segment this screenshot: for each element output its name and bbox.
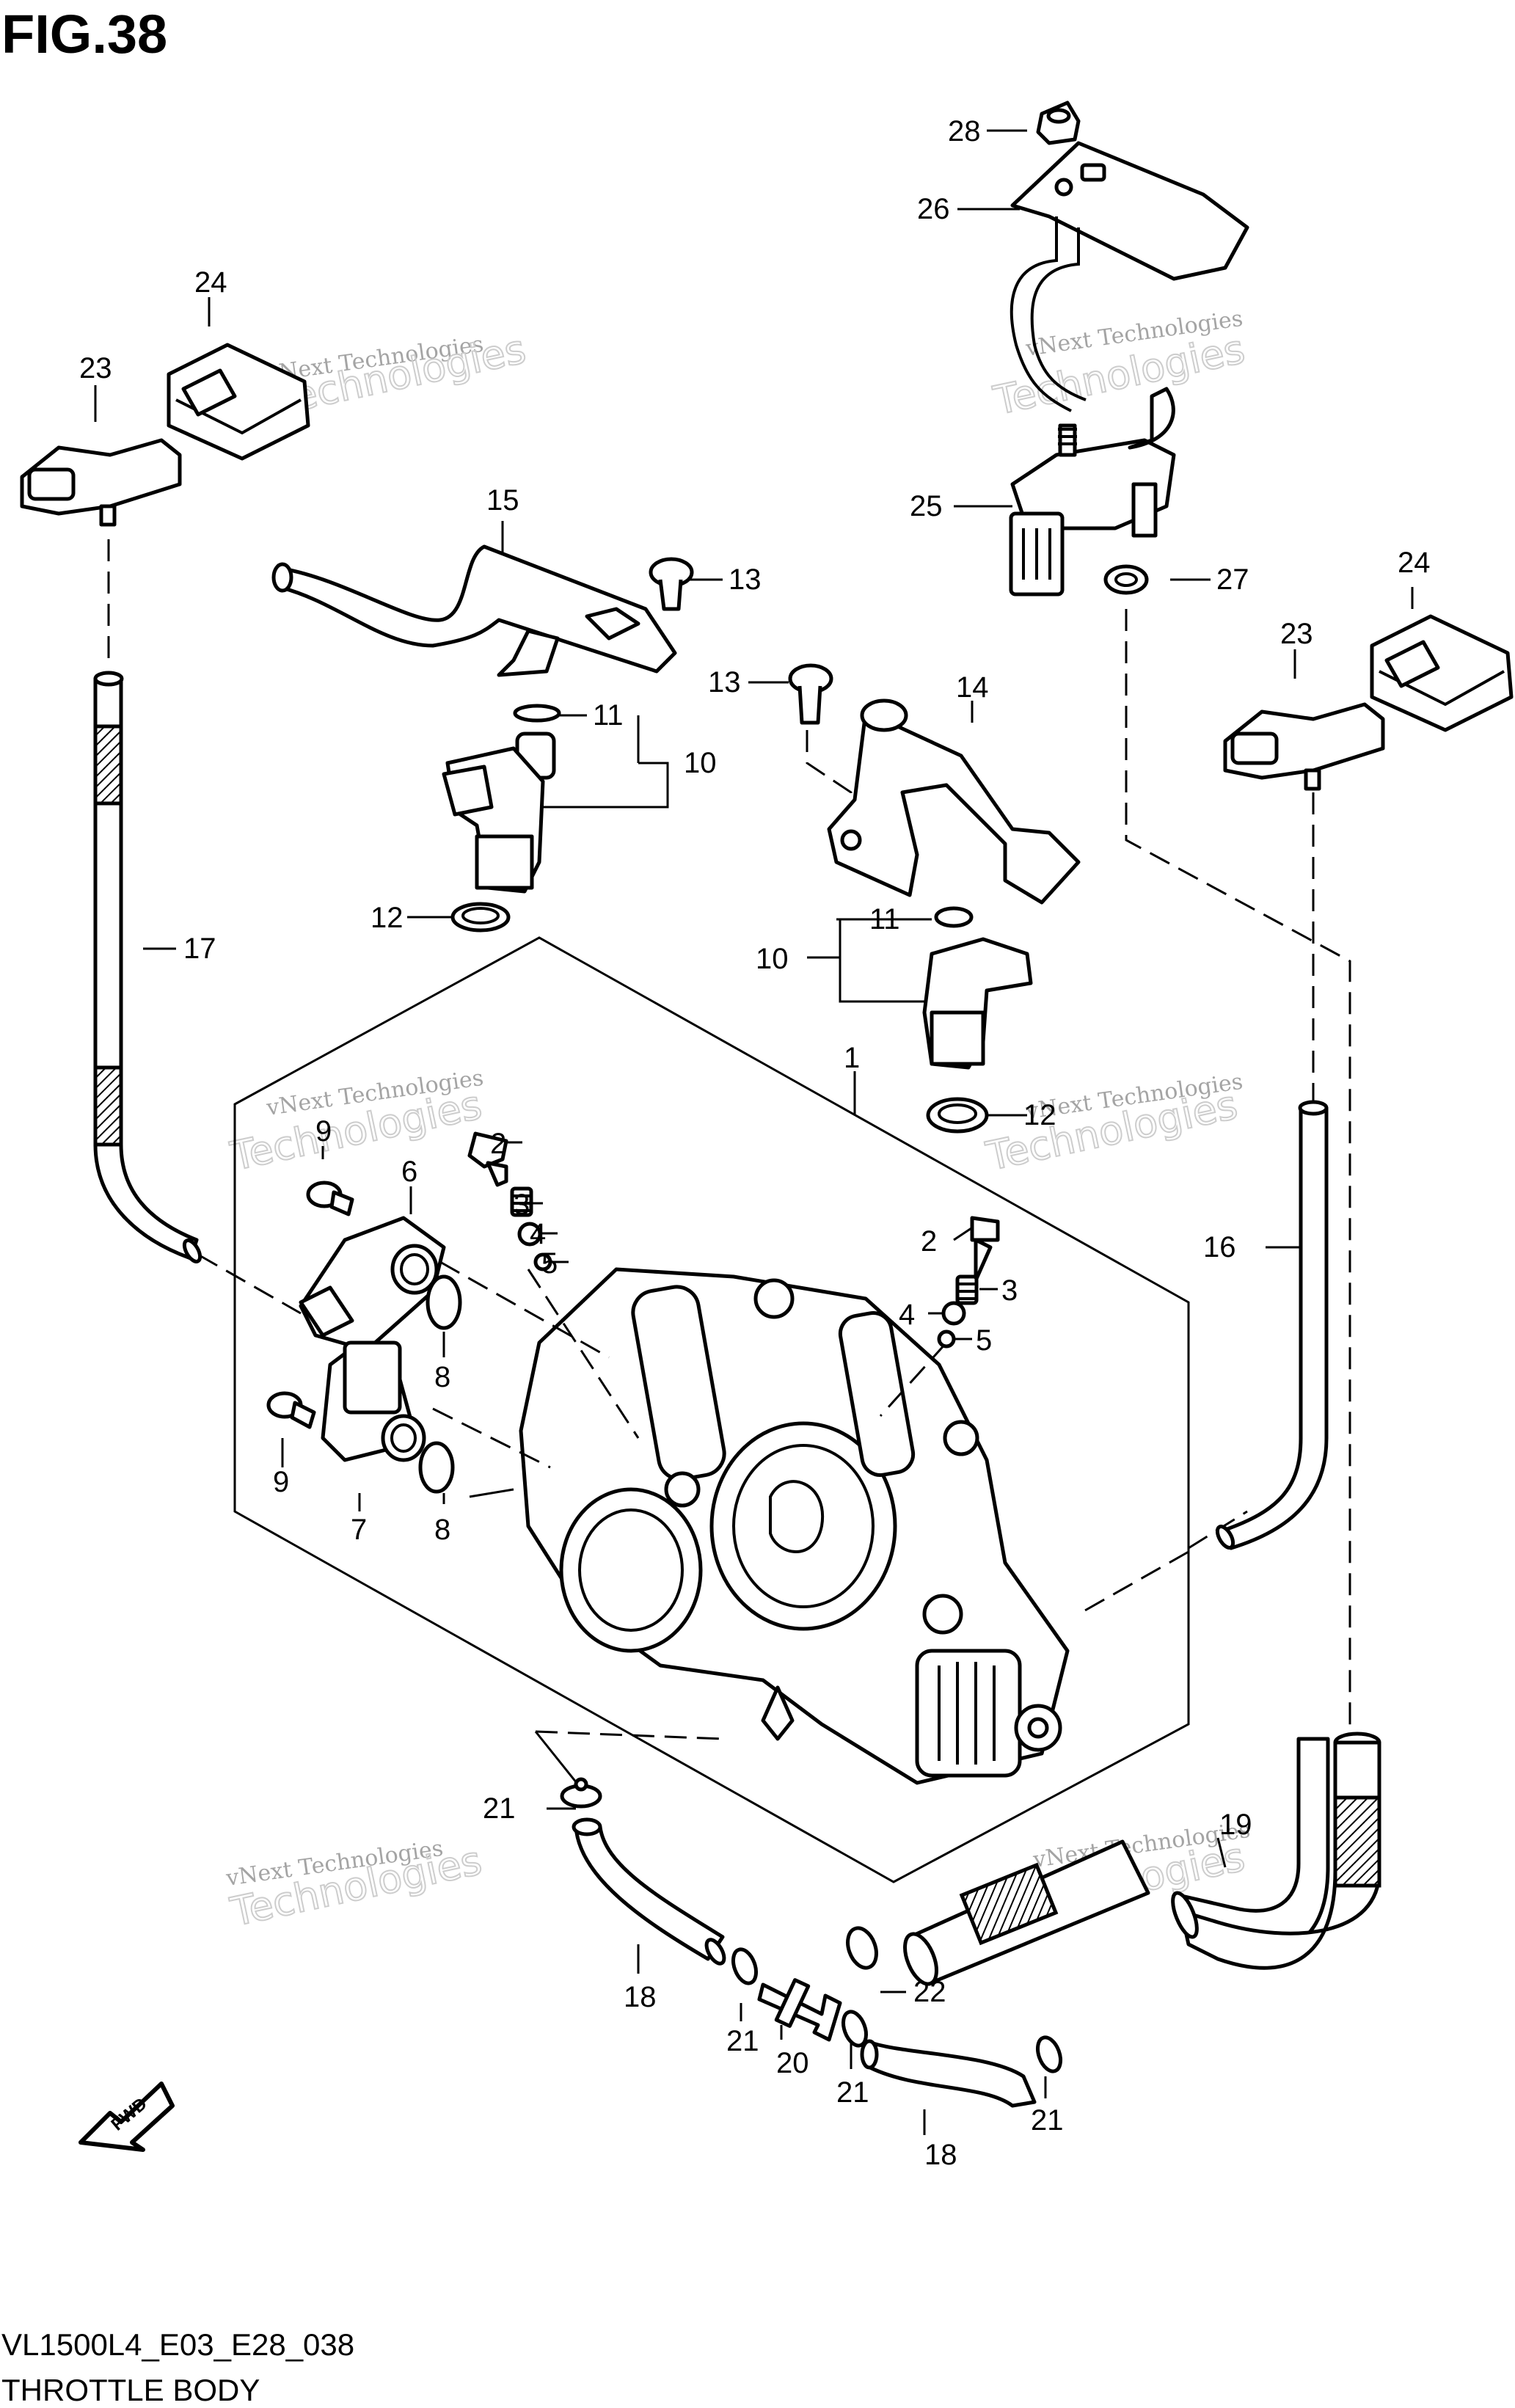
callout: 10 [756, 943, 789, 975]
solenoid-valve-25[interactable] [1009, 387, 1176, 596]
clamp-27[interactable] [1103, 564, 1149, 595]
assembly-outline [233, 936, 1190, 1883]
delivery-pipe-14[interactable] [827, 698, 1081, 905]
callout: 10 [684, 747, 717, 779]
boot-24-left[interactable] [167, 343, 310, 461]
callout: 16 [1203, 1231, 1236, 1263]
callout: 24 [1398, 547, 1431, 579]
hose-19[interactable] [899, 1732, 1381, 1988]
callout: 20 [776, 2047, 809, 2079]
sensor-6[interactable] [299, 1216, 446, 1352]
callout: 21 [726, 2025, 759, 2057]
callout: 9 [315, 1115, 332, 1148]
callout: 24 [194, 266, 227, 299]
callout: 14 [956, 671, 989, 704]
callout: 4 [530, 1218, 546, 1250]
bracket-26[interactable] [1010, 141, 1249, 412]
delivery-pipe-15[interactable] [271, 544, 677, 677]
fuel-injector-lower[interactable] [922, 906, 1033, 1134]
callout: 23 [1280, 618, 1313, 650]
callout: 1 [844, 1042, 860, 1074]
callout: 19 [1219, 1809, 1252, 1841]
callout: 18 [624, 1981, 657, 2013]
fwd-arrow: FWD [79, 2082, 175, 2152]
callout: 3 [1001, 1274, 1018, 1307]
callout: 5 [541, 1247, 558, 1280]
callout: 18 [924, 2139, 957, 2171]
callout: 7 [351, 1514, 367, 1546]
hose-16[interactable] [1214, 1100, 1329, 1550]
watermarks: vNext Technologies Technologies vNext Te… [224, 306, 1252, 1936]
adjust-screw-set-right[interactable] [937, 1216, 1000, 1349]
callout: 11 [869, 903, 900, 935]
callout: 2 [490, 1128, 506, 1160]
callout: 3 [514, 1189, 530, 1221]
callout-labels: 1 2 3 4 5 2 3 4 5 6 7 8 8 9 9 10 10 11 1… [79, 115, 1431, 2171]
callout: 21 [1031, 2104, 1064, 2137]
callout: 12 [1023, 1099, 1056, 1131]
screw-9[interactable] [266, 1181, 354, 1429]
callout: 21 [483, 1792, 516, 1825]
callout: 23 [79, 352, 112, 384]
callout: 28 [948, 115, 981, 147]
callout: 21 [836, 2076, 869, 2109]
hose-17[interactable] [93, 671, 203, 1264]
hose-18-lower[interactable] [860, 2039, 1037, 2108]
callout: 8 [434, 1361, 450, 1393]
callout: 5 [976, 1324, 992, 1357]
callout: 13 [708, 666, 741, 698]
watermark-outline: Technologies [271, 326, 530, 424]
callout: 11 [593, 699, 624, 731]
o-ring-8[interactable] [418, 1274, 462, 1494]
connector-23-left[interactable] [20, 438, 182, 527]
boot-24-right[interactable] [1370, 614, 1514, 732]
callout: 17 [183, 933, 216, 965]
figure-code: VL1500L4_E03_E28_038 [1, 2327, 354, 2362]
nut-28[interactable] [1036, 101, 1081, 145]
adjust-screw-set-left[interactable] [467, 1131, 552, 1272]
callout: 13 [729, 563, 762, 596]
callout: 9 [273, 1466, 289, 1498]
callout: 27 [1216, 563, 1249, 596]
throttle-body[interactable] [519, 1267, 1070, 1785]
callout: 22 [913, 1976, 946, 2008]
callout: 6 [401, 1156, 417, 1188]
callout: 2 [921, 1225, 937, 1258]
fuel-injector-upper[interactable] [442, 704, 561, 933]
screw-13-lower[interactable] [788, 663, 833, 725]
callout: 8 [434, 1514, 450, 1546]
screw-13-upper[interactable] [649, 557, 694, 611]
callout: 26 [917, 193, 950, 225]
figure-name: THROTTLE BODY [1, 2373, 260, 2407]
joint-20[interactable] [757, 1978, 842, 2042]
callout: 25 [910, 490, 943, 522]
figure-title: FIG.38 [1, 4, 167, 65]
clamps[interactable] [560, 1777, 1065, 2074]
sensor-7[interactable] [321, 1340, 426, 1462]
callout: 15 [486, 484, 519, 517]
connector-23-right[interactable] [1223, 702, 1385, 791]
callout: 4 [899, 1299, 915, 1331]
callout: 12 [370, 902, 404, 934]
hose-18-upper[interactable] [572, 1817, 728, 1966]
